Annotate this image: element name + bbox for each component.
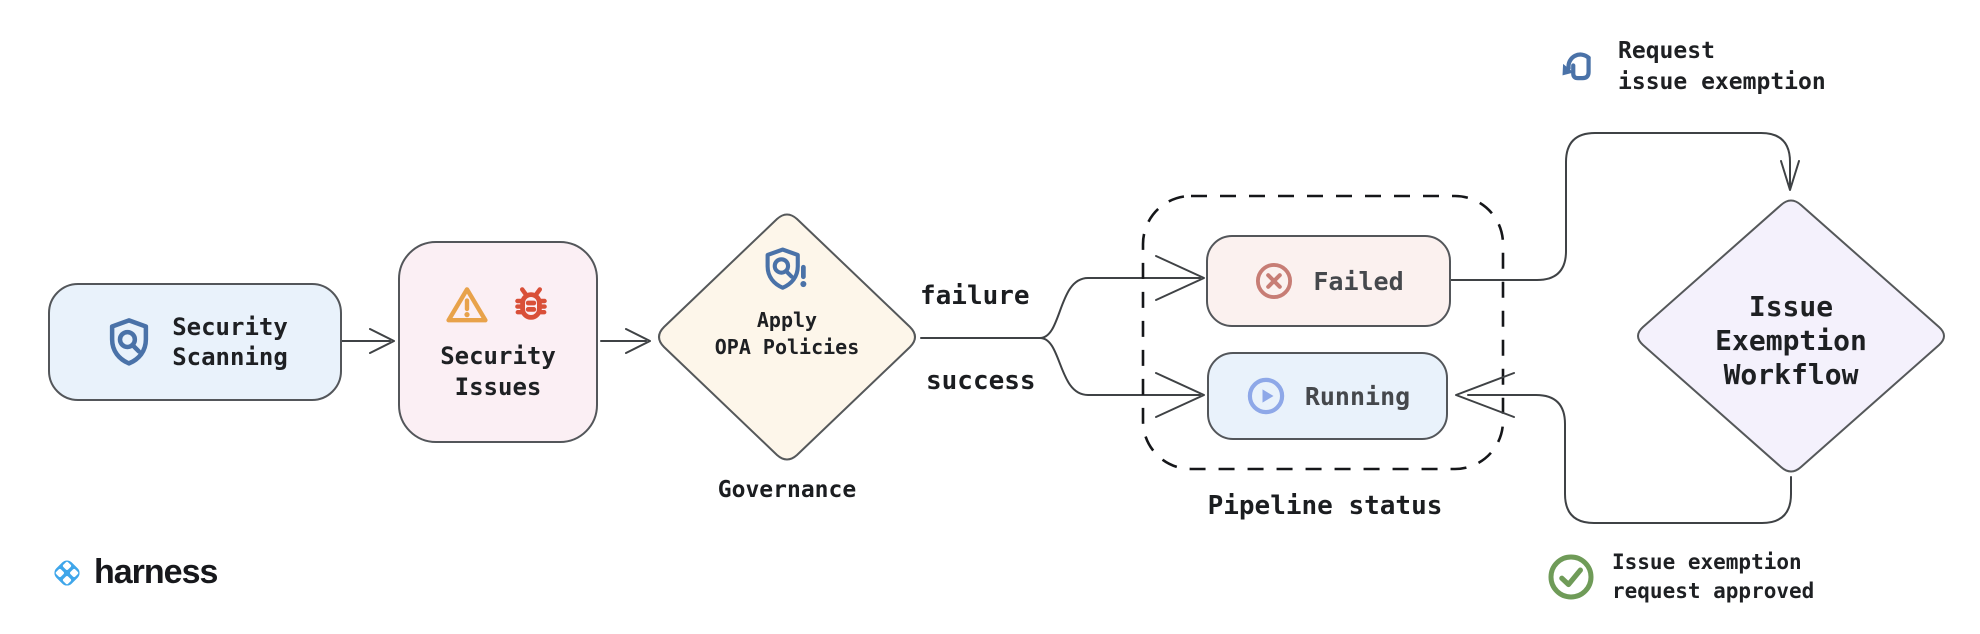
- annotation-text: Request: [1618, 38, 1715, 64]
- request-exemption-annotation: Request issue exemption: [1556, 36, 1826, 98]
- edge-failure: [1039, 277, 1201, 339]
- arrowhead-icon: [625, 328, 651, 354]
- edge-exemption-to-running: [1467, 394, 1792, 524]
- node-security-scanning: Security Scanning: [48, 283, 342, 401]
- issue-icons: [441, 281, 555, 329]
- node-running: Running: [1207, 352, 1448, 440]
- node-label: Exemption: [1715, 324, 1867, 357]
- node-apply-opa-policies: Apply OPA Policies: [677, 241, 897, 361]
- node-label: Issues: [454, 373, 542, 401]
- arrowhead-icon: [1155, 255, 1205, 301]
- circle-play-icon: [1247, 377, 1285, 415]
- harness-brand: harness: [48, 553, 218, 592]
- shield-search-icon: [110, 318, 149, 366]
- approved-annotation: Issue exemption request approved: [1546, 548, 1814, 606]
- edge-success: [1039, 337, 1201, 396]
- annotation-text: issue exemption: [1618, 69, 1826, 95]
- arrowhead-icon: [1155, 372, 1205, 418]
- node-label: OPA Policies: [714, 335, 860, 359]
- shield-alert-icon: [765, 247, 807, 290]
- node-label: Security: [440, 342, 556, 370]
- node-failed: Failed: [1206, 235, 1451, 327]
- annotation-text: request approved: [1612, 579, 1815, 603]
- node-issue-exemption-workflow: Issue Exemption Workflow: [1681, 290, 1901, 392]
- circle-x-icon: [1256, 262, 1293, 300]
- node-label: Failed: [1313, 266, 1404, 296]
- diamond-apply-opa-policies: [658, 213, 916, 461]
- node-label: Running: [1304, 381, 1411, 411]
- node-label: Apply: [756, 308, 818, 332]
- node-label: Scanning: [172, 343, 288, 371]
- arrowhead-icon: [1455, 372, 1515, 418]
- node-label: Issue: [1748, 290, 1834, 323]
- tap-gesture-icon: [1562, 52, 1591, 81]
- node-label: Workflow: [1723, 358, 1859, 391]
- edge-label-failure: failure: [920, 281, 1030, 311]
- pipeline-status-caption: Pipeline status: [1207, 491, 1443, 521]
- bug-icon: [515, 287, 547, 320]
- edge-label-success: success: [926, 366, 1036, 396]
- edge-failed-to-exemption: [1450, 132, 1791, 281]
- annotation-text: Issue exemption: [1612, 550, 1802, 574]
- pipeline-status-container: [1141, 194, 1505, 471]
- brand-wordmark: harness: [94, 553, 218, 591]
- warning-triangle-icon: [446, 287, 488, 323]
- check-circle-icon: [1548, 554, 1594, 600]
- arrowhead-icon: [1780, 160, 1800, 191]
- arrowhead-icon: [369, 328, 395, 354]
- harness-logo-icon: [54, 559, 80, 586]
- node-security-issues: Security Issues: [398, 241, 598, 443]
- governance-caption: Governance: [717, 477, 857, 503]
- node-label: Security: [172, 313, 288, 341]
- diamond-issue-exemption-workflow: [1637, 199, 1945, 473]
